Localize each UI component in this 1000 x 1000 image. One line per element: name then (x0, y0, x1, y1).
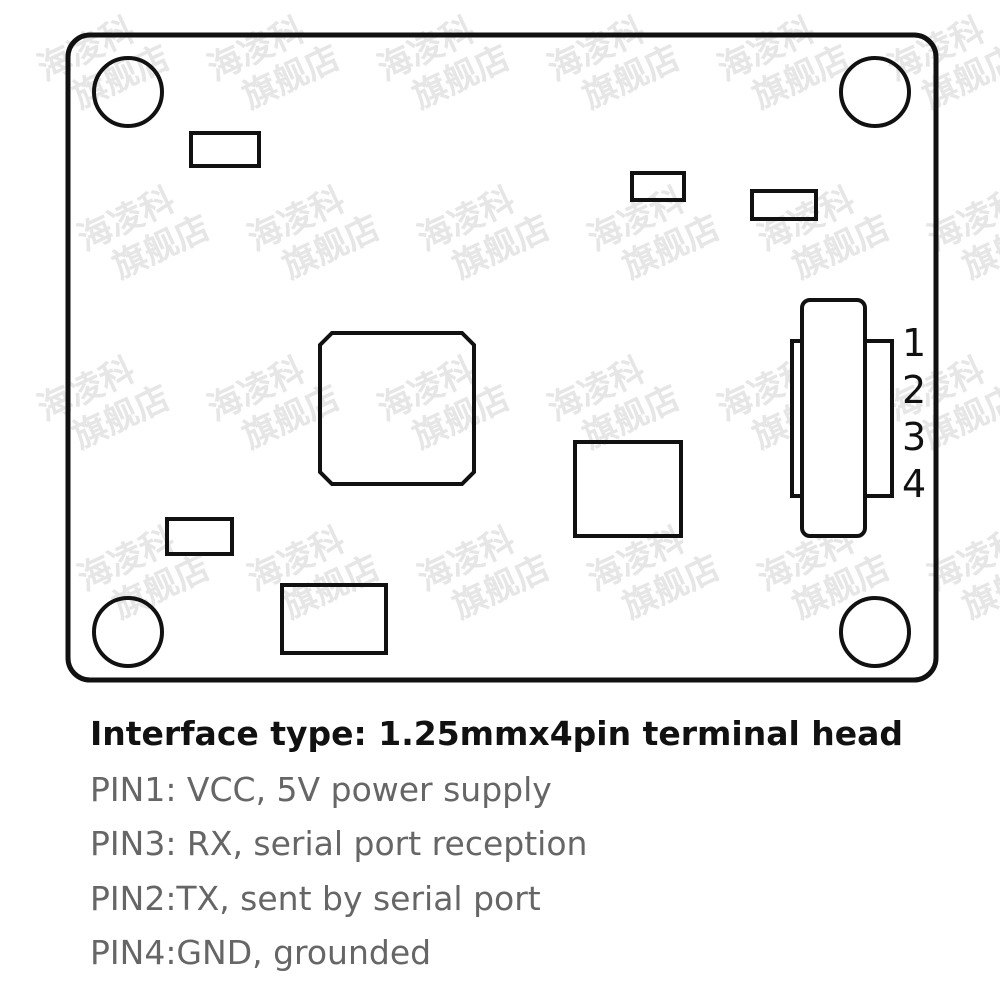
pcb-board-diagram: 海凌科旗舰店海凌科旗舰店海凌科旗舰店海凌科旗舰店海凌科旗舰店海凌科旗舰店海凌科旗… (32, 10, 1000, 683)
mounting-hole-top-right (839, 56, 911, 128)
mounting-hole-top-left (92, 56, 164, 128)
interface-type-title: Interface type: 1.25mmx4pin terminal hea… (90, 714, 904, 753)
smd-pad-top-right (750, 189, 818, 221)
main-chip (318, 331, 476, 486)
rectangular-component (280, 583, 388, 655)
smd-pad-bottom-left (165, 517, 234, 556)
smd-pad-top-middle (630, 171, 686, 202)
square-component (573, 440, 683, 538)
connector-housing (800, 298, 867, 538)
smd-pad-top-left (189, 131, 261, 168)
pin-number-2: 2 (902, 368, 926, 412)
mounting-hole-bottom-left (92, 596, 164, 668)
pin-description: PIN4:GND, grounded (90, 933, 432, 972)
pin-description: PIN3: RX, serial port reception (90, 824, 588, 863)
pin-description: PIN2:TX, sent by serial port (90, 879, 541, 918)
pin-number-3: 3 (902, 415, 926, 459)
mounting-hole-bottom-right (839, 596, 911, 668)
pin-number-1: 1 (902, 321, 926, 365)
pin-description: PIN1: VCC, 5V power supply (90, 770, 552, 809)
pin-number-4: 4 (902, 462, 926, 506)
board-outline (65, 32, 939, 683)
